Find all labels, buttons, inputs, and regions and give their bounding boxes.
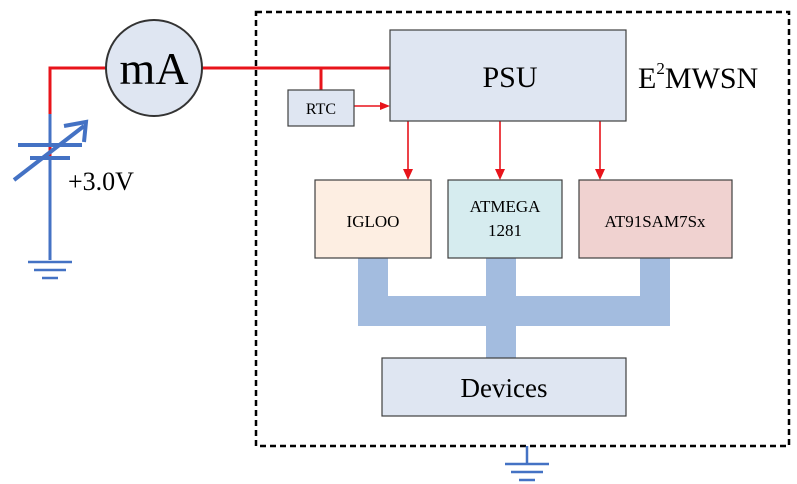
ground-bottom-icon — [505, 446, 549, 482]
atmega-label-line1: ATMEGA — [470, 197, 542, 216]
system-bus — [358, 258, 670, 358]
devices-label: Devices — [461, 373, 548, 403]
variable-voltage-source — [12, 114, 89, 260]
atmega-label-line2: 1281 — [488, 221, 522, 240]
meter-label: mA — [120, 43, 189, 94]
system-boundary — [254, 10, 791, 448]
igloo-label: IGLOO — [347, 212, 400, 231]
milliammeter: mA — [105, 19, 203, 117]
voltage-label: +3.0V — [68, 167, 134, 196]
atmega-block: ATMEGA 1281 — [447, 179, 563, 259]
at91-label: AT91SAM7Sx — [604, 212, 706, 231]
rtc-block: RTC — [287, 89, 355, 127]
system-name: E2MWSN — [638, 59, 758, 95]
rtc-label: RTC — [306, 101, 336, 118]
supply-wires — [48, 66, 390, 190]
at91-block: AT91SAM7Sx — [578, 179, 733, 259]
psu-label: PSU — [482, 61, 537, 94]
psu-block: PSU — [389, 29, 627, 122]
rtc-to-psu-arrow — [354, 102, 390, 110]
ground-left-icon — [28, 260, 72, 280]
igloo-block: IGLOO — [314, 179, 432, 259]
devices-block: Devices — [381, 357, 627, 417]
psu-to-chip-arrows — [403, 121, 605, 180]
